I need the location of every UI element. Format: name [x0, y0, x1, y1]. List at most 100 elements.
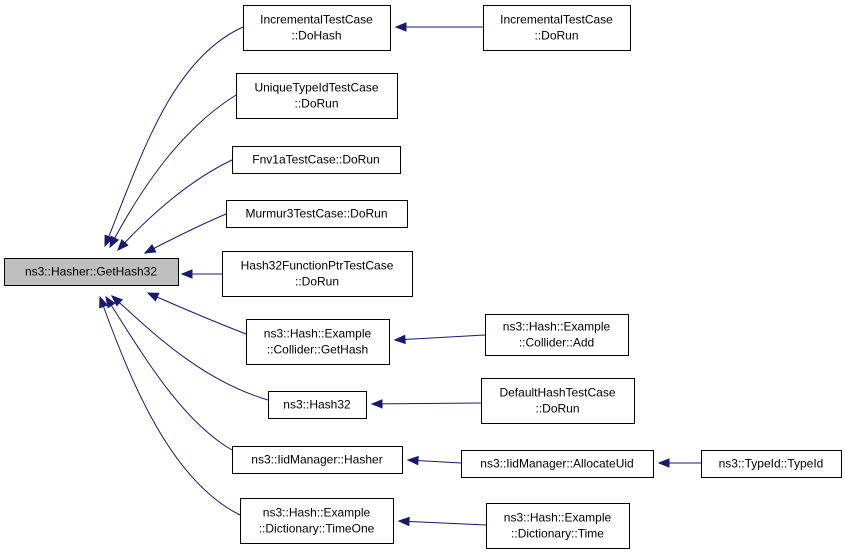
node-default[interactable]: DefaultHashTestCase::DoRun — [481, 378, 635, 424]
edge-line — [111, 295, 269, 401]
node-label: UniqueTypeIdTestCase — [254, 81, 378, 95]
node-iid-hasher[interactable]: ns3::IidManager::Hasher — [232, 446, 403, 474]
node-box — [236, 73, 398, 119]
edge-arrowhead — [99, 295, 109, 309]
node-label: IncrementalTestCase — [500, 13, 613, 27]
node-dict-time[interactable]: ns3::Hash::Example::Dictionary::Time — [486, 503, 630, 549]
edge-line — [105, 296, 233, 451]
node-label: ::Collider::Add — [519, 336, 594, 350]
node-murmur[interactable]: Murmur3TestCase::DoRun — [226, 200, 408, 228]
node-label: IncrementalTestCase — [260, 13, 373, 27]
node-inc-dohash[interactable]: IncrementalTestCase::DoHash — [243, 5, 391, 51]
edge-arrowhead — [109, 235, 120, 249]
node-box — [483, 5, 631, 51]
node-dict-timeone[interactable]: ns3::Hash::Example::Dictionary::TimeOne — [240, 498, 394, 544]
edge-default-to-hash32 — [370, 399, 482, 409]
edge-line — [371, 402, 482, 405]
edge-line — [109, 94, 237, 248]
node-box — [222, 251, 413, 297]
node-box — [701, 450, 842, 478]
edge-arrowhead — [110, 295, 123, 307]
node-coll-gethash[interactable]: ns3::Hash::Example::Collider::GetHash — [246, 319, 390, 365]
edge-typeid-to-iid_alloc — [657, 458, 701, 468]
node-label: Hash32FunctionPtrTestCase — [241, 259, 394, 273]
edge-dict_time-to-dict_timeone — [397, 516, 487, 527]
node-box — [4, 258, 179, 286]
node-box — [246, 319, 390, 365]
node-typeid[interactable]: ns3::TypeId::TypeId — [701, 450, 842, 478]
node-iid-alloc[interactable]: ns3::IidManager::AllocateUid — [461, 450, 654, 478]
node-box — [485, 314, 629, 356]
edge-fnv-to-root — [117, 159, 233, 251]
node-root[interactable]: ns3::Hasher::GetHash32 — [4, 258, 179, 286]
edge-arrowhead — [143, 243, 157, 254]
node-box — [268, 391, 367, 419]
edge-arrowhead — [394, 22, 407, 32]
edge-line — [147, 292, 247, 335]
node-box — [486, 503, 630, 549]
edge-arrowhead — [370, 399, 383, 409]
edge-line — [117, 159, 233, 251]
node-label: DefaultHashTestCase — [499, 386, 615, 400]
edge-dict_timeone-to-root — [99, 295, 241, 516]
edge-coll_gethash-to-root — [146, 292, 247, 335]
edge-line — [398, 520, 487, 526]
node-label: ns3::Hash::Example — [263, 506, 371, 520]
node-inc-dorun[interactable]: IncrementalTestCase::DoRun — [483, 5, 631, 51]
edge-inc_dohash-to-root — [104, 26, 244, 248]
node-label: ns3::TypeId::TypeId — [719, 457, 824, 471]
edge-hash32-to-root — [110, 295, 269, 401]
edge-arrowhead — [393, 334, 406, 345]
node-hash32[interactable]: ns3::Hash32 — [268, 391, 367, 419]
edge-line — [144, 213, 227, 254]
edge-line — [394, 334, 486, 341]
node-fptr[interactable]: Hash32FunctionPtrTestCase::DoRun — [222, 251, 413, 297]
edge-layer — [99, 22, 701, 527]
edge-line — [99, 296, 241, 516]
edge-arrowhead — [397, 516, 410, 527]
edge-fptr-to-root — [180, 269, 222, 279]
edge-murmur-to-root — [143, 213, 227, 254]
node-label: ns3::Hasher::GetHash32 — [25, 265, 157, 279]
edge-arrowhead — [146, 292, 160, 302]
node-label: ns3::IidManager::AllocateUid — [480, 457, 633, 471]
node-label: ::DoRun — [295, 275, 339, 289]
edge-arrowhead — [180, 269, 193, 279]
edge-arrowhead — [406, 455, 419, 466]
node-label: ::DoRun — [535, 402, 579, 416]
node-label: ::DoRun — [294, 97, 338, 111]
node-box — [232, 446, 403, 474]
node-label: ns3::Hash::Example — [264, 327, 372, 341]
node-box — [481, 378, 635, 424]
node-label: Fnv1aTestCase::DoRun — [252, 153, 379, 167]
node-label: ::Collider::GetHash — [267, 343, 368, 357]
node-fnv[interactable]: Fnv1aTestCase::DoRun — [232, 146, 401, 174]
edge-coll_add-to-coll_gethash — [393, 334, 486, 345]
node-unique[interactable]: UniqueTypeIdTestCase::DoRun — [236, 73, 398, 119]
edge-inc_dorun-to-inc_dohash — [394, 22, 483, 32]
node-coll-add[interactable]: ns3::Hash::Example::Collider::Add — [485, 314, 629, 356]
node-label: ns3::Hash32 — [283, 398, 351, 412]
edge-unique-to-root — [109, 94, 237, 249]
node-label: Murmur3TestCase::DoRun — [245, 207, 387, 221]
node-label: ns3::IidManager::Hasher — [251, 453, 382, 467]
node-label: ::Dictionary::Time — [511, 527, 604, 541]
node-box — [461, 450, 654, 478]
edge-arrowhead — [117, 239, 129, 251]
node-label: ::Dictionary::TimeOne — [259, 522, 375, 536]
node-label: ::DoRun — [534, 29, 578, 43]
node-box — [243, 5, 391, 51]
node-box — [240, 498, 394, 544]
edge-iid_alloc-to-iid_hasher — [406, 455, 462, 466]
edge-arrowhead — [105, 295, 116, 309]
node-layer: ns3::Hasher::GetHash32 IncrementalTestCas… — [4, 5, 842, 549]
node-label: ns3::Hash::Example — [504, 511, 612, 525]
edge-line — [104, 26, 244, 247]
node-label: ::DoHash — [291, 29, 341, 43]
node-box — [226, 200, 408, 228]
edge-iid_hasher-to-root — [105, 295, 233, 451]
node-label: ns3::Hash::Example — [503, 320, 611, 334]
node-box — [232, 146, 401, 174]
edge-arrowhead — [657, 458, 670, 468]
